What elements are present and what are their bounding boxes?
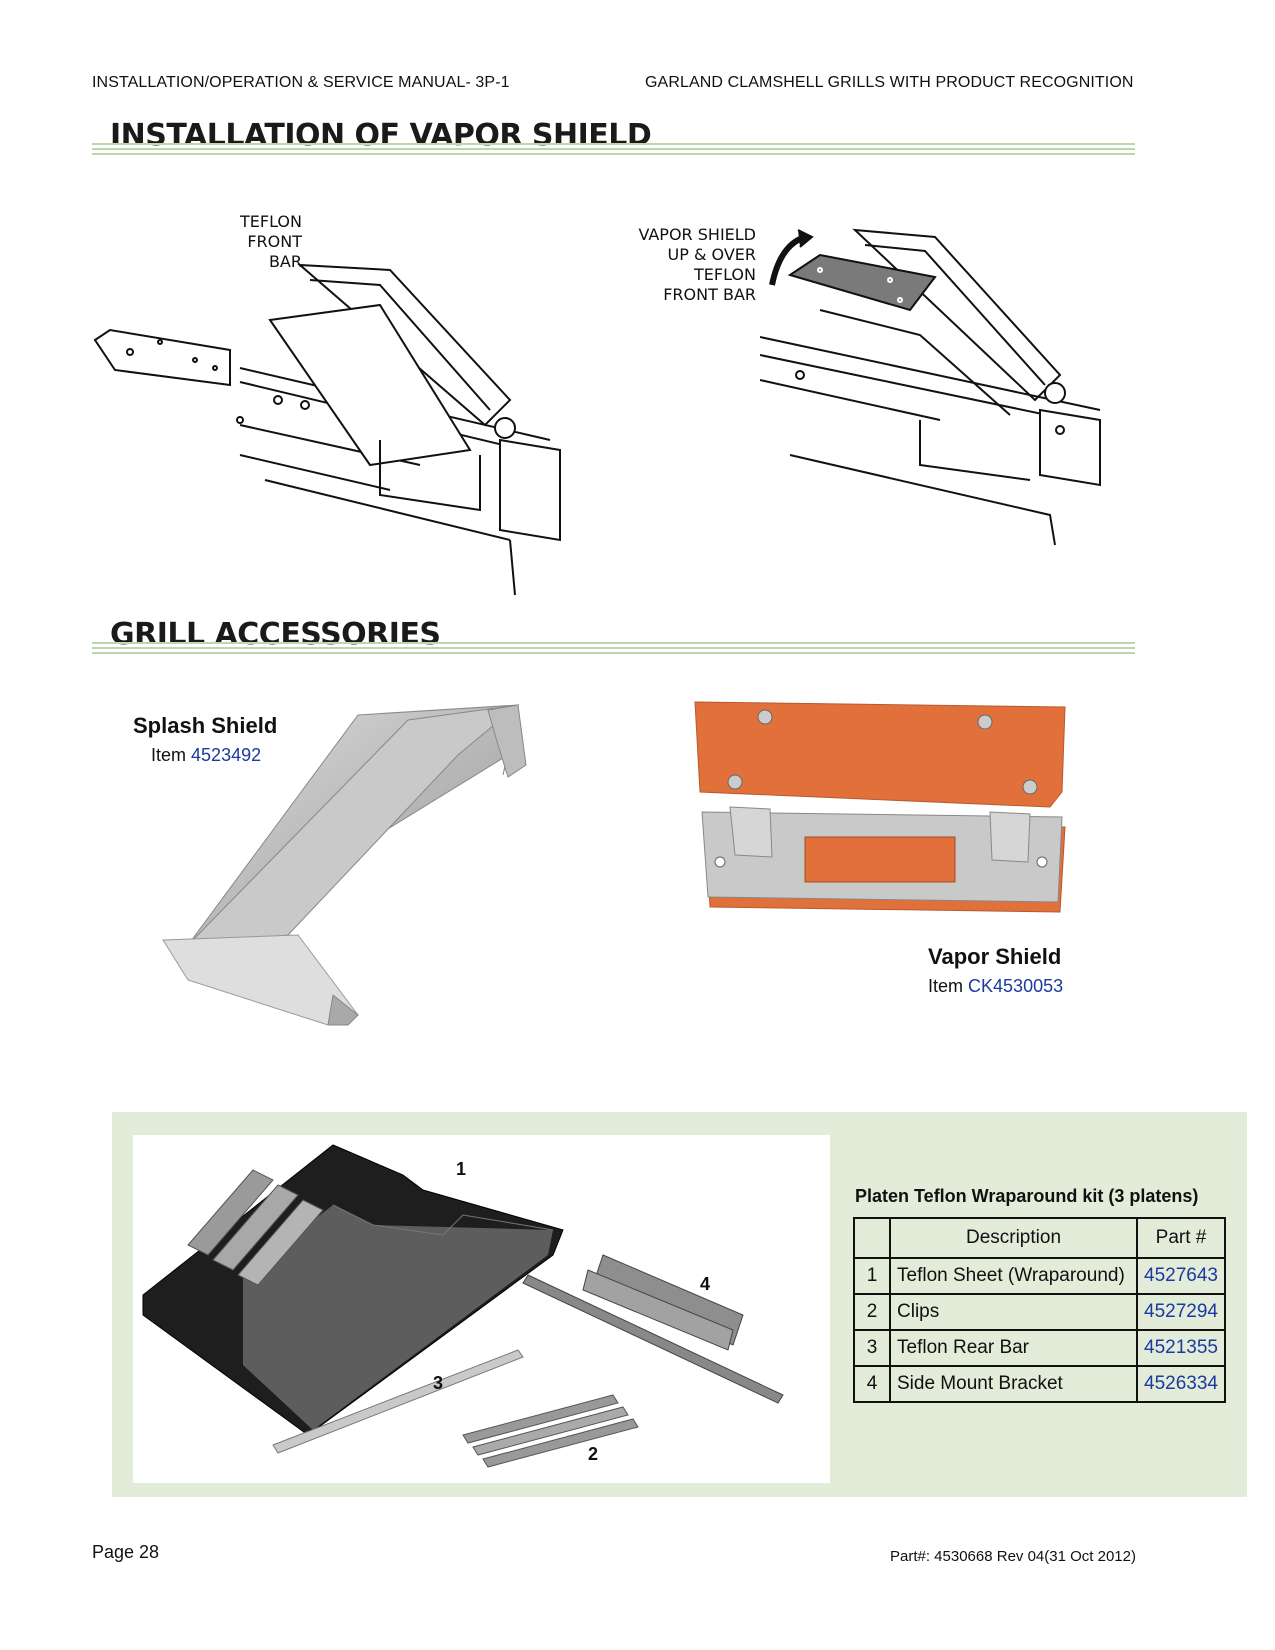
callout-2: 2 [588,1444,598,1464]
title-rule [92,143,1135,157]
splash-shield-item: Item 4523492 [151,745,261,766]
fig-right-label-line: UP & OVER [667,245,757,264]
teflon-kit-illustration: 1 2 3 4 [142,1144,784,1468]
fig-right-label: VAPOR SHIELD UP & OVER TEFLON FRONT BAR [620,225,756,305]
fig-right-label-line: FRONT BAR [663,285,756,304]
title-rule [92,642,1135,656]
table-row: 2 Clips 4527294 [853,1293,1226,1331]
vapor-shield-installed-illustration [760,228,1101,546]
column-header: Description [889,1217,1138,1259]
row-part-number: 4526334 [1136,1365,1226,1403]
section-title-grill-accessories: GRILL ACCESSORIES [110,617,441,652]
table-header-row: Description Part # [853,1217,1226,1259]
splash-shield-photo [162,704,527,1026]
fig-left-label-line: BAR [268,252,302,271]
callout-4: 4 [700,1274,710,1294]
row-number: 4 [853,1365,891,1403]
row-part-number: 4527294 [1136,1293,1226,1331]
item-number: CK4530053 [968,976,1064,996]
section-title-vapor-shield: INSTALLATION OF VAPOR SHIELD [110,118,652,153]
page-number: Page 28 [92,1542,160,1562]
vapor-shield-name: Vapor Shield [928,944,1062,969]
callout-1: 1 [456,1159,466,1179]
fig-left-label-line: TEFLON [240,212,302,231]
table-row: 4 Side Mount Bracket 4526334 [853,1365,1226,1403]
row-description: Clips [889,1293,1138,1331]
fig-left-label-line: FRONT [247,232,302,251]
header-right: GARLAND CLAMSHELL GRILLS WITH PRODUCT RE… [645,74,1134,91]
splash-shield-name: Splash Shield [133,713,278,738]
row-number: 1 [853,1257,891,1295]
column-header: Part # [1136,1217,1226,1259]
callout-3: 3 [433,1373,443,1393]
teflon-kit-photo: 1 2 3 4 [133,1135,830,1483]
kit-table-title: Platen Teflon Wraparound kit (3 platens) [855,1186,1199,1206]
column-header [853,1217,891,1259]
item-prefix: Item [151,745,187,765]
item-number: 4523492 [191,745,262,765]
kit-parts-table: Description Part # 1 Teflon Sheet (Wrapa… [853,1217,1226,1403]
part-number-footer: Part#: 4530668 Rev 04(31 Oct 2012) [890,1548,1136,1565]
row-part-number: 4527643 [1136,1257,1226,1295]
row-description: Teflon Rear Bar [889,1329,1138,1367]
vapor-shield-photo [694,701,1066,913]
vapor-shield-item: Item CK4530053 [928,976,1063,997]
row-description: Side Mount Bracket [889,1365,1138,1403]
row-part-number: 4521355 [1136,1329,1226,1367]
fig-right-label-line: VAPOR SHIELD [638,225,756,244]
table-row: 1 Teflon Sheet (Wraparound) 4527643 [853,1257,1226,1295]
row-number: 2 [853,1293,891,1331]
vapor-shield-removed-illustration [93,263,561,596]
row-number: 3 [853,1329,891,1367]
fig-right-label-line: TEFLON [694,265,756,284]
fig-left-label: TEFLON FRONT BAR [190,212,302,272]
header-left: INSTALLATION/OPERATION & SERVICE MANUAL-… [92,74,510,91]
table-row: 3 Teflon Rear Bar 4521355 [853,1329,1226,1367]
row-description: Teflon Sheet (Wraparound) [889,1257,1138,1295]
item-prefix: Item [928,976,964,996]
